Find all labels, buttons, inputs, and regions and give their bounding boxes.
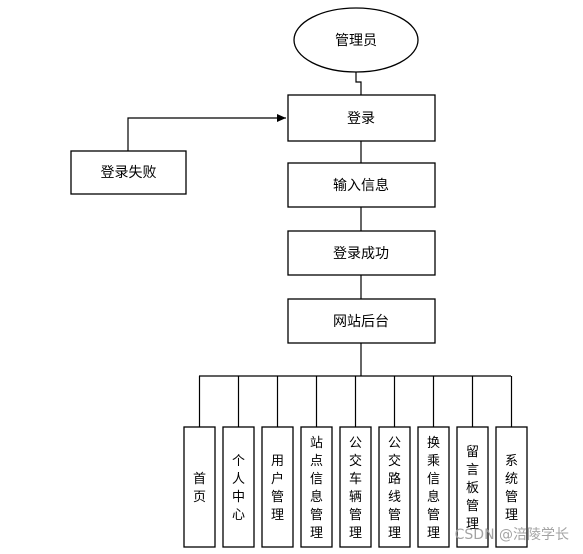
input-info-label: 输入信息 xyxy=(333,177,389,194)
login-box xyxy=(287,94,436,142)
module-4: 站点信息管理 xyxy=(300,426,333,548)
node-login: 登录 xyxy=(287,94,436,142)
watermark: CSDN @涪陵学长 xyxy=(454,527,569,543)
node-backend: 网站后台 xyxy=(287,298,436,344)
module-label: 用户管理 xyxy=(271,454,284,523)
module-box xyxy=(417,426,450,548)
module-label: 站点信息管理 xyxy=(310,436,323,541)
module-label: 留言板管理 xyxy=(466,445,479,532)
module-1: 首页 xyxy=(183,426,216,548)
module-3: 用户管理 xyxy=(261,426,294,548)
login-success-label: 登录成功 xyxy=(333,246,389,262)
module-box xyxy=(456,426,489,548)
module-9: 系统管理 xyxy=(495,426,528,548)
module-8: 留言板管理 xyxy=(456,426,489,548)
admin-label: 管理员 xyxy=(335,33,377,49)
login-failed-label: 登录失败 xyxy=(101,165,157,181)
backend-label: 网站后台 xyxy=(333,314,389,330)
module-label: 首页 xyxy=(193,472,206,505)
module-box xyxy=(495,426,528,548)
module-7: 换乘信息管理 xyxy=(417,426,450,548)
edge-admin-login xyxy=(355,72,362,95)
module-5: 公交车辆管理 xyxy=(339,426,372,548)
module-box xyxy=(183,426,216,548)
login-label: 登录 xyxy=(347,111,375,127)
module-box xyxy=(222,426,255,548)
module-label: 公交车辆管理 xyxy=(349,436,362,541)
login-failed-box xyxy=(70,150,187,195)
module-drops xyxy=(198,376,513,427)
module-label: 换乘信息管理 xyxy=(427,436,440,541)
input-info-box xyxy=(287,162,436,208)
backend-box xyxy=(287,298,436,344)
node-login-failed: 登录失败 xyxy=(70,150,187,195)
login-success-box xyxy=(287,230,436,276)
module-box xyxy=(378,426,411,548)
module-boxes: 首页 个人中心 用户管理 站点信息管理 公交车辆管理 公交路线管理 换乘信息管理 留言板管理 系… xyxy=(183,426,528,548)
module-label: 系统管理 xyxy=(505,454,518,523)
module-box xyxy=(261,426,294,548)
node-admin: 管理员 xyxy=(293,7,419,73)
edges xyxy=(127,72,513,427)
admin-ellipse xyxy=(293,7,419,73)
module-6: 公交路线管理 xyxy=(378,426,411,548)
edge-failed-login xyxy=(127,114,286,151)
node-login-success: 登录成功 xyxy=(287,230,436,276)
module-label: 公交路线管理 xyxy=(388,436,401,541)
node-input-info: 输入信息 xyxy=(287,162,436,208)
module-box xyxy=(300,426,333,548)
module-box xyxy=(339,426,372,548)
module-2: 个人中心 xyxy=(222,426,255,548)
module-label: 个人中心 xyxy=(232,454,245,523)
